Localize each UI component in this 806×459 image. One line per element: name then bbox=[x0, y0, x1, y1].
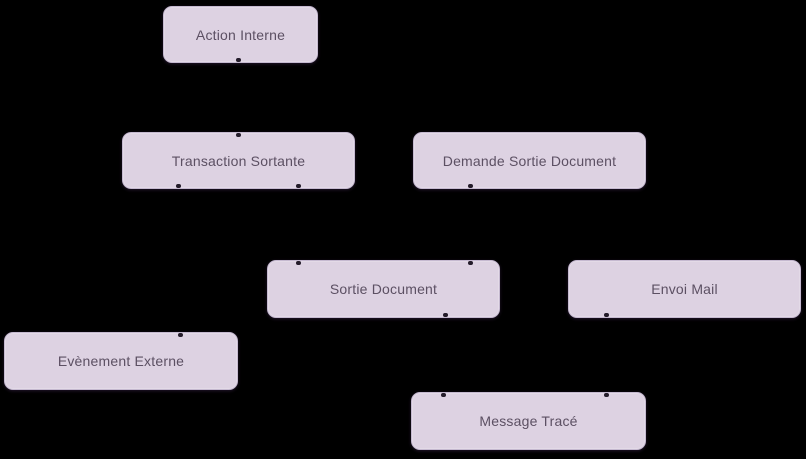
connector-stub bbox=[296, 184, 301, 188]
node-label: Transaction Sortante bbox=[171, 152, 306, 169]
diagram-node-sortie-document[interactable]: Sortie Document bbox=[267, 260, 500, 318]
diagram-node-action-interne[interactable]: Action Interne bbox=[163, 6, 318, 63]
connector-stub bbox=[604, 393, 609, 397]
connector-stub bbox=[604, 313, 609, 317]
node-label: Envoi Mail bbox=[651, 281, 718, 297]
connector-stub bbox=[468, 261, 473, 265]
diagram-node-transaction-sortante[interactable]: Transaction Sortante bbox=[122, 132, 355, 189]
node-label: Sortie Document bbox=[329, 281, 438, 297]
diagram-node-envoi-mail[interactable]: Envoi Mail bbox=[568, 260, 801, 318]
connector-stub bbox=[296, 261, 301, 265]
diagram-node-evenement-externe[interactable]: Evènement Externe bbox=[4, 332, 238, 390]
connector-stub bbox=[443, 313, 448, 317]
diagram-node-demande-sortie-document[interactable]: Demande Sortie Document bbox=[413, 132, 646, 189]
connector-stub bbox=[178, 333, 183, 337]
node-label: Message Tracé bbox=[479, 413, 578, 429]
connector-stub bbox=[236, 58, 241, 62]
node-label: Action Interne bbox=[195, 26, 286, 43]
diagram-node-message-trace[interactable]: Message Tracé bbox=[411, 392, 646, 450]
connector-stub bbox=[176, 184, 181, 188]
node-label: Evènement Externe bbox=[57, 353, 185, 369]
node-label: Demande Sortie Document bbox=[442, 152, 617, 169]
connector-stub bbox=[441, 393, 446, 397]
connector-stub bbox=[236, 133, 241, 137]
connector-stub bbox=[468, 184, 473, 188]
